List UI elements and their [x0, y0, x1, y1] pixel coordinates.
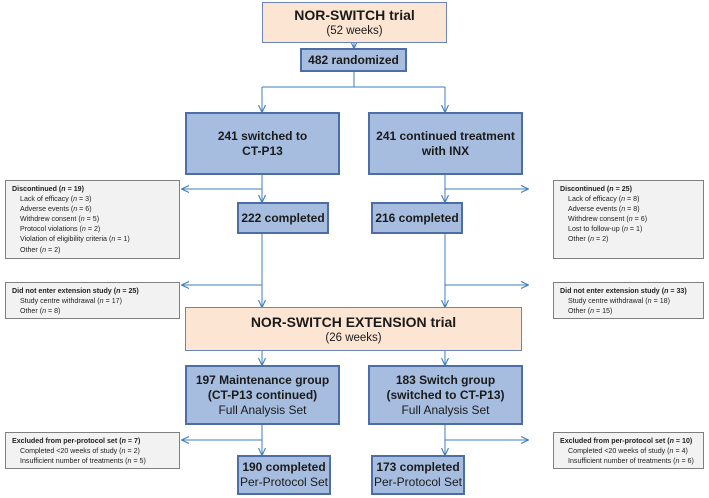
maintenance-completed-box: 190 completed Per-Protocol Set	[237, 455, 331, 495]
list-item: Other (n = 2)	[20, 245, 61, 254]
list-item: Protocol violations (n = 2)	[20, 225, 101, 234]
arm-right-line2: with INX	[421, 143, 470, 158]
switch-completed-label: 173 completed	[376, 460, 460, 474]
discontinued-left-heading: Discontinued (n = 19)	[12, 185, 84, 193]
maintenance-line2: (CT-P13 continued)	[207, 387, 318, 402]
extension-title: NOR-SWITCH EXTENSION trial	[250, 313, 457, 330]
list-item: Other (n = 15)	[568, 307, 613, 316]
excluded-left-heading: Excluded from per-protocol set (n = 7)	[12, 437, 141, 445]
list-item: Lost to follow-up (n = 1)	[568, 225, 643, 234]
arm-left-box: 241 switched to CT-P13	[185, 112, 340, 175]
discontinued-right-heading: Discontinued (n = 25)	[560, 185, 632, 193]
switch-completed-box: 173 completed Per-Protocol Set	[371, 455, 465, 495]
extension-subtitle: (26 weeks)	[325, 331, 382, 344]
switch-group-box: 183 Switch group (switched to CT-P13) Fu…	[368, 365, 523, 425]
left-completed-label: 222 completed	[241, 210, 325, 225]
list-item: Insufficient number of treatments (n = 5…	[20, 457, 146, 466]
arm-right-line1: 241 continued treatment	[376, 128, 515, 143]
maintenance-set-label: Per-Protocol Set	[239, 475, 329, 489]
list-item: Completed <20 weeks of study (n = 2)	[20, 447, 140, 456]
list-item: Adverse events (n = 8)	[568, 205, 640, 214]
list-item: Other (n = 2)	[568, 235, 609, 244]
list-item: Completed <20 weeks of study (n = 4)	[568, 447, 688, 456]
list-item: Lack of efficacy (n = 8)	[568, 195, 640, 204]
list-item: Study centre withdrawal (n = 17)	[20, 297, 122, 306]
discontinued-right-box: Discontinued (n = 25) Lack of efficacy (…	[553, 180, 704, 259]
arm-left-line2: CT-P13	[242, 143, 283, 158]
excluded-left-box: Excluded from per-protocol set (n = 7) C…	[5, 432, 180, 469]
extension-box: NOR-SWITCH EXTENSION trial (26 weeks)	[185, 307, 522, 351]
trial-subtitle: (52 weeks)	[326, 25, 383, 37]
list-item: Withdrew consent (n = 5)	[20, 215, 100, 224]
right-completed-box: 216 completed	[371, 202, 463, 234]
list-item: Insufficient number of treatments (n = 6…	[568, 457, 694, 466]
maintenance-group-box: 197 Maintenance group (CT-P13 continued)…	[185, 365, 340, 425]
randomized-box: 482 randomized	[300, 48, 407, 72]
arm-right-box: 241 continued treatment with INX	[368, 112, 523, 175]
randomized-label: 482 randomized	[308, 52, 399, 67]
list-item: Violation of eligibility criteria (n = 1…	[20, 235, 130, 244]
maintenance-completed-label: 190 completed	[242, 460, 326, 474]
list-item: Withdrew consent (n = 6)	[568, 215, 648, 224]
excluded-right-box: Excluded from per-protocol set (n = 10) …	[553, 432, 704, 469]
list-item: Adverse events (n = 6)	[20, 205, 92, 214]
switch-line1: 183 Switch group	[395, 372, 496, 387]
discontinued-left-box: Discontinued (n = 19) Lack of efficacy (…	[5, 180, 180, 259]
switch-set-label: Per-Protocol Set	[373, 475, 463, 489]
right-completed-label: 216 completed	[375, 210, 459, 225]
not-entered-left-heading: Did not enter extension study (n = 25)	[12, 287, 139, 295]
trial-box: NOR-SWITCH trial (52 weeks)	[262, 2, 447, 43]
not-entered-right-box: Did not enter extension study (n = 33) S…	[553, 282, 704, 319]
not-entered-left-box: Did not enter extension study (n = 25) S…	[5, 282, 180, 319]
list-item: Lack of efficacy (n = 3)	[20, 195, 92, 204]
not-entered-right-heading: Did not enter extension study (n = 33)	[560, 287, 687, 295]
list-item: Other (n = 8)	[20, 307, 61, 316]
maintenance-line3: Full Analysis Set	[218, 402, 307, 417]
maintenance-line1: 197 Maintenance group	[195, 372, 330, 387]
switch-line2: (switched to CT-P13)	[386, 387, 505, 402]
trial-title: NOR-SWITCH trial	[294, 7, 415, 23]
excluded-right-heading: Excluded from per-protocol set (n = 10)	[560, 437, 693, 445]
arm-left-line1: 241 switched to	[217, 128, 308, 143]
switch-line3: Full Analysis Set	[401, 402, 490, 417]
list-item: Study centre withdrawal (n = 18)	[568, 297, 670, 306]
left-completed-box: 222 completed	[237, 202, 329, 234]
